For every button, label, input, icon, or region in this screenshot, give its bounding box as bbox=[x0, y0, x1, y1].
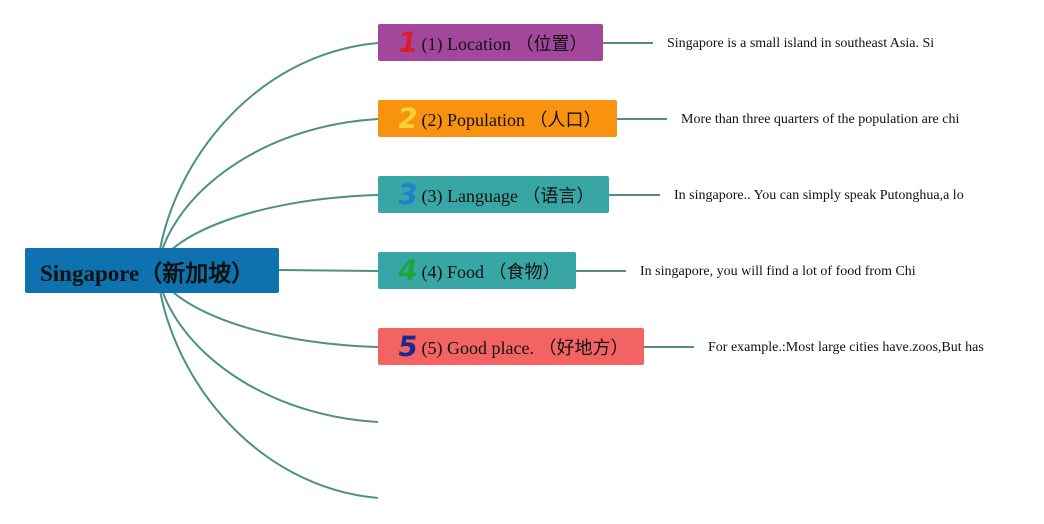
central-topic[interactable]: Singapore（新加坡） bbox=[25, 248, 279, 293]
branch-food[interactable]: 4 (4) Food （食物） bbox=[378, 252, 576, 289]
branch-note-population[interactable]: More than three quarters of the populati… bbox=[681, 112, 960, 127]
number-3-icon: 3 bbox=[395, 177, 420, 211]
number-1-icon: 1 bbox=[395, 25, 420, 59]
connector-population bbox=[156, 118, 379, 271]
connector-location bbox=[156, 42, 379, 271]
number-2-icon: 2 bbox=[395, 101, 420, 135]
connector-empty-branch-6 bbox=[156, 269, 379, 423]
branch-label: (1) Location （位置） bbox=[421, 33, 588, 54]
branch-note-location[interactable]: Singapore is a small island in southeast… bbox=[667, 36, 935, 51]
branch-population[interactable]: 2 (2) Population （人口） bbox=[378, 100, 617, 137]
branch-label: (3) Language （语言） bbox=[421, 185, 595, 206]
connector-empty-branch-7 bbox=[156, 269, 379, 499]
branch-good-place[interactable]: 5 (5) Good place. （好地方） bbox=[378, 328, 644, 365]
branch-note-language[interactable]: In singapore.. You can simply speak Puto… bbox=[674, 188, 964, 203]
central-topic-label: Singapore（新加坡） bbox=[40, 260, 255, 286]
branch-note-food[interactable]: In singapore, you will find a lot of foo… bbox=[640, 264, 916, 279]
number-4-icon: 4 bbox=[395, 253, 420, 287]
branch-note-good-place[interactable]: For example.:Most large cities have.zoos… bbox=[708, 340, 984, 355]
branch-language[interactable]: 3 (3) Language （语言） bbox=[378, 176, 609, 213]
branch-label: (4) Food （食物） bbox=[421, 261, 561, 282]
connector-food bbox=[278, 269, 379, 272]
number-5-icon: 5 bbox=[395, 329, 420, 363]
branch-label: (2) Population （人口） bbox=[421, 109, 602, 130]
branch-location[interactable]: 1 (1) Location （位置） bbox=[378, 24, 603, 61]
branch-label: (5) Good place. （好地方） bbox=[421, 337, 629, 358]
